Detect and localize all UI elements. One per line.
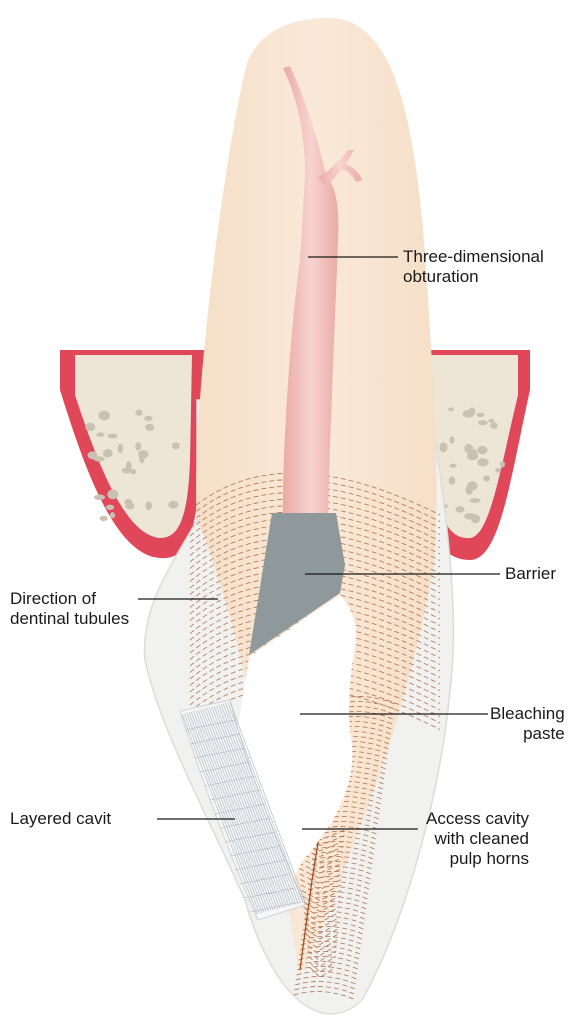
bone-particle: [488, 419, 494, 423]
bone-particle: [495, 468, 501, 473]
bone-particle: [477, 413, 485, 418]
bone-particle: [135, 442, 141, 451]
bone-particle: [439, 442, 447, 452]
bone-particle: [500, 461, 505, 467]
label-layered-cavit: Layered cavit: [10, 809, 111, 829]
label-direction-of-dentinal-tubules: Direction of dentinal tubules: [10, 589, 129, 629]
bone-particle: [122, 468, 132, 474]
bone-particle: [96, 432, 104, 437]
left-alveolar-bone: [55, 250, 215, 558]
bone-particle: [144, 416, 152, 421]
bone-particle: [168, 501, 178, 509]
bone-particle: [469, 498, 480, 503]
label-three-dimensional-obturation: Three-dimensional obturation: [403, 247, 544, 287]
bone-particle: [100, 516, 108, 521]
bone-particle: [449, 464, 456, 468]
bone-particle: [145, 424, 154, 431]
bone-particle: [490, 422, 497, 429]
bone-particle: [477, 446, 487, 455]
bone-particle: [448, 407, 454, 411]
bone-particle: [477, 458, 488, 466]
bone-particle: [467, 452, 478, 460]
bone-particle: [94, 495, 105, 501]
bone-particle: [139, 454, 145, 464]
bone-particle: [88, 451, 98, 459]
bone-particle: [450, 436, 455, 444]
label-barrier: Barrier: [505, 564, 556, 584]
bone-particle: [463, 410, 475, 417]
bone-particle: [107, 489, 118, 499]
label-access-cavity: Access cavity with cleaned pulp horns: [426, 809, 529, 869]
bone-particle: [467, 481, 478, 490]
label-bleaching-paste: Bleaching paste: [490, 704, 565, 744]
bone-particle: [85, 423, 95, 431]
bone-particle: [135, 410, 142, 416]
bone-particle: [483, 475, 490, 481]
bone-particle: [449, 476, 456, 484]
bone-particle: [118, 444, 124, 454]
bone-particle: [125, 503, 134, 510]
bone-particle: [478, 420, 488, 425]
bone-particle: [471, 514, 480, 523]
bone-particle: [103, 449, 113, 457]
bone-particle: [145, 501, 152, 510]
bone-particle: [110, 512, 115, 518]
bone-particle: [98, 411, 110, 421]
bone-particle: [106, 505, 114, 510]
bone-particle: [172, 442, 180, 449]
bone-particle: [455, 506, 464, 512]
bone-particle: [107, 434, 117, 439]
